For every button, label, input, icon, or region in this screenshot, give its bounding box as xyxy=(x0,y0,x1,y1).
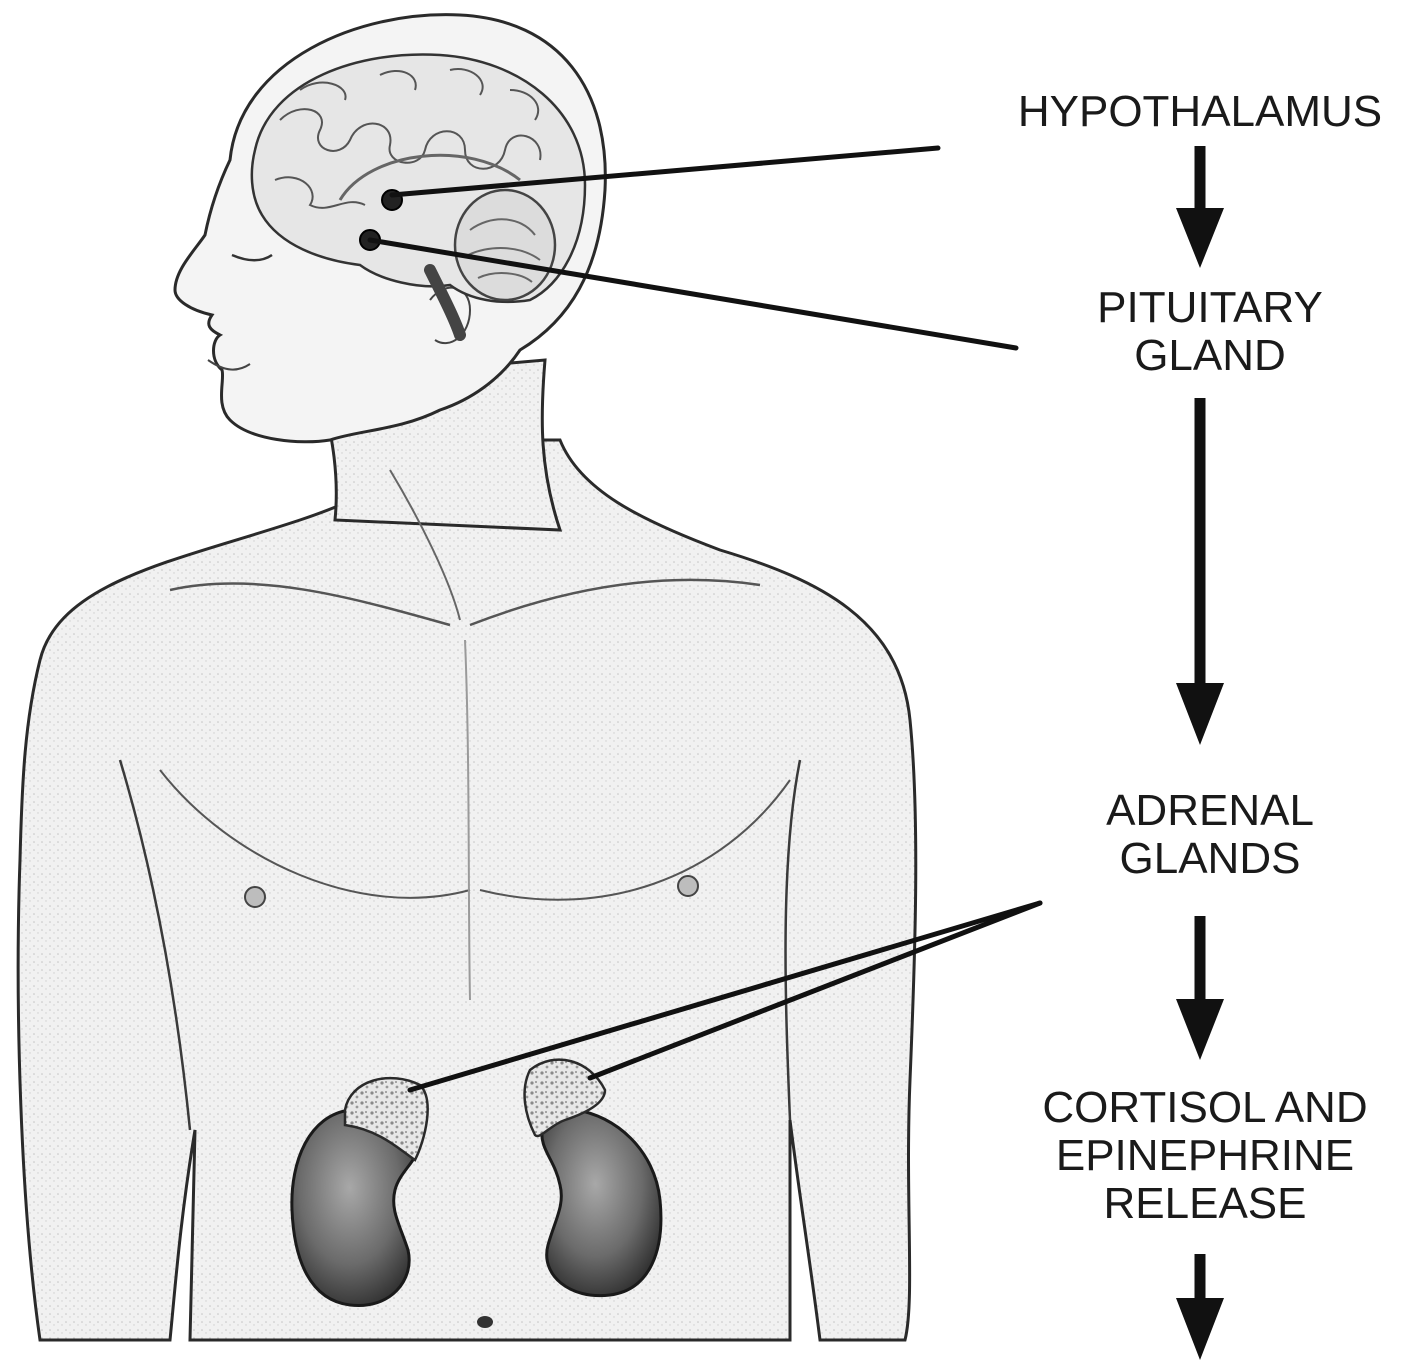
adrenal-label-line-2: GLANDS xyxy=(1000,835,1420,883)
pituitary-label-line-2: GLAND xyxy=(1000,332,1420,380)
arrow-down-icon xyxy=(1176,398,1224,745)
arrow-down-icon xyxy=(1176,916,1224,1060)
arrow-down-icon xyxy=(1176,1254,1224,1360)
hormone-release-label: CORTISOL AND EPINEPHRINE RELEASE xyxy=(990,1084,1420,1228)
torso xyxy=(18,440,916,1340)
hypothalamus-label-text: HYPOTHALAMUS xyxy=(980,88,1420,136)
adrenal-glands-label: ADRENAL GLANDS xyxy=(1000,787,1420,883)
pituitary-label-line-1: PITUITARY xyxy=(1000,284,1420,332)
release-label-line-3: RELEASE xyxy=(990,1180,1420,1228)
release-label-line-2: EPINEPHRINE xyxy=(990,1132,1420,1180)
release-label-line-1: CORTISOL AND xyxy=(990,1084,1420,1132)
adrenal-label-line-1: ADRENAL xyxy=(1000,787,1420,835)
arrow-down-icon xyxy=(1176,146,1224,268)
pituitary-gland-label: PITUITARY GLAND xyxy=(1000,284,1420,380)
hypothalamus-label: HYPOTHALAMUS xyxy=(980,88,1420,136)
